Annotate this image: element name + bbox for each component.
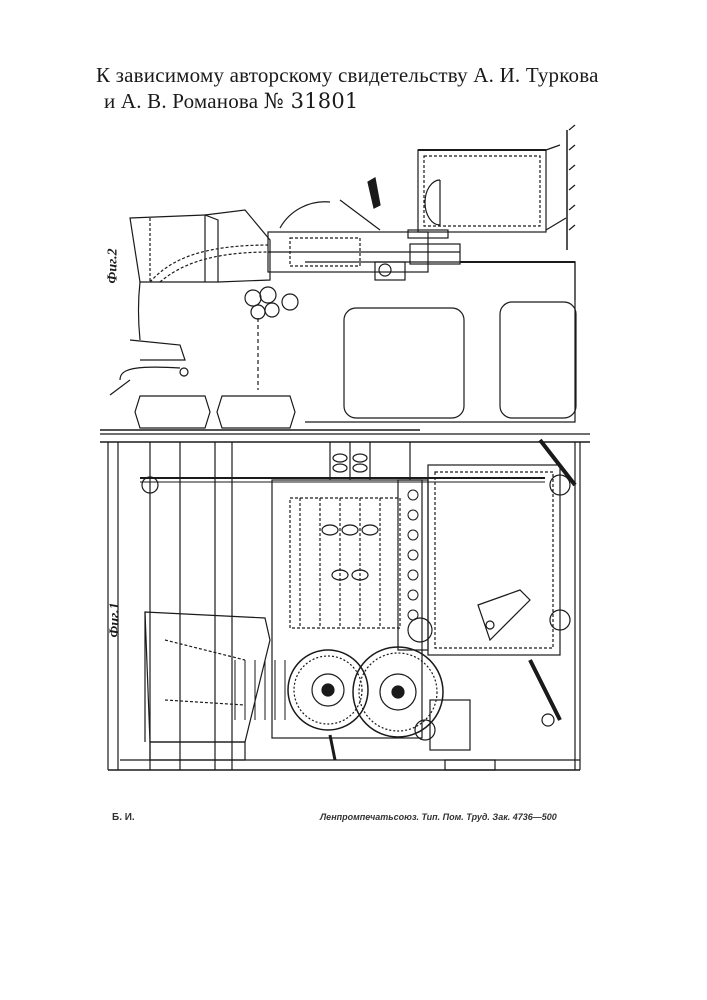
footer-left-initials: Б. И. — [112, 812, 135, 823]
figure-1-drawing — [100, 440, 590, 770]
figure-2-drawing — [100, 125, 590, 434]
footer-printer-imprint: Ленпромпечатьсоюз. Тип. Пом. Труд. Зак. … — [320, 812, 557, 822]
